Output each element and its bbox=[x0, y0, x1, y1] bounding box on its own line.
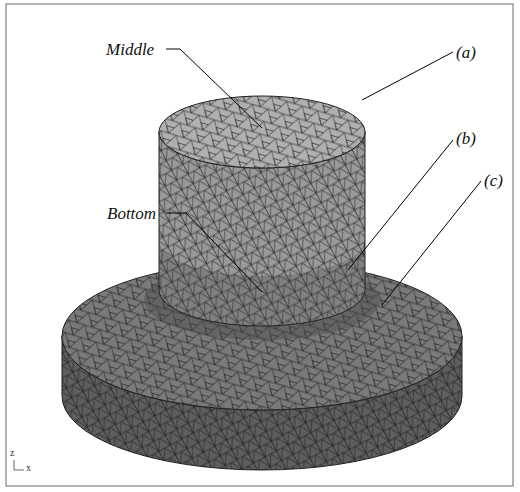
axis-line bbox=[14, 460, 15, 470]
axis-label: z bbox=[10, 448, 14, 458]
leader-line bbox=[166, 49, 262, 128]
leader-line bbox=[362, 52, 453, 100]
leader-line bbox=[348, 140, 453, 270]
cylinder-top-mesh bbox=[159, 96, 365, 168]
callout-label: (c) bbox=[484, 172, 503, 189]
part-label: Bottom bbox=[107, 205, 156, 222]
callout-label: (b) bbox=[456, 130, 476, 147]
cylinder-top bbox=[159, 96, 365, 168]
leader-line bbox=[166, 213, 262, 292]
axis-line bbox=[14, 470, 24, 471]
axis-label: x bbox=[26, 463, 31, 473]
frame bbox=[6, 4, 513, 486]
callout-label: (a) bbox=[456, 44, 476, 61]
cylinder-lower-shade bbox=[159, 240, 365, 326]
leader-line bbox=[382, 181, 481, 305]
part-label: Middle bbox=[106, 41, 154, 58]
